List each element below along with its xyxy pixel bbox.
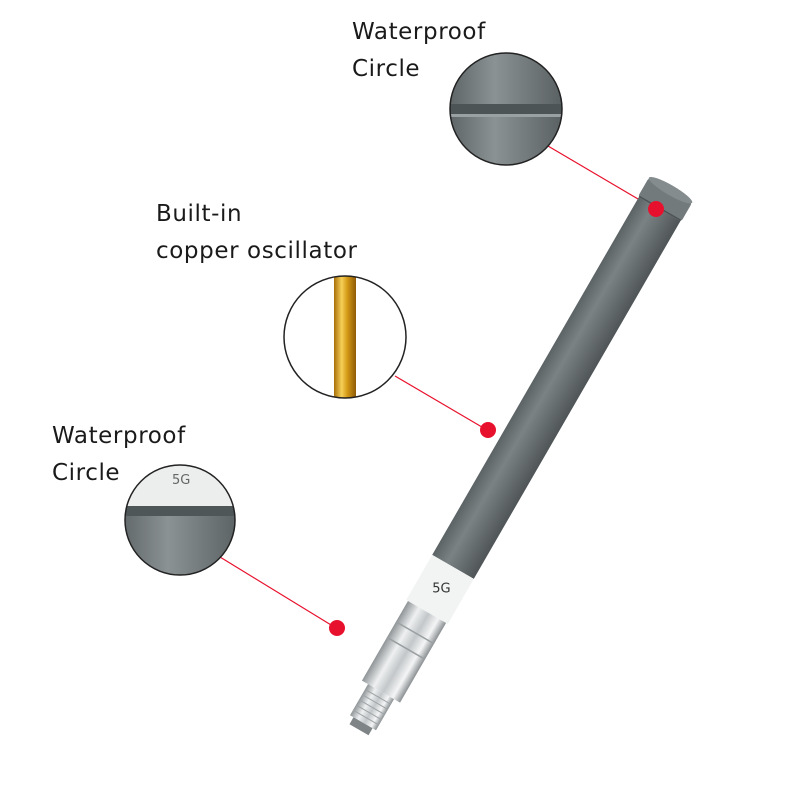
marker-dot-middle — [480, 422, 496, 438]
marker-dot-top — [648, 201, 664, 217]
marker-dot-bottom — [329, 620, 345, 636]
callout-middle-line2: copper oscillator — [156, 238, 358, 264]
band-label-text: 5G — [432, 581, 450, 596]
zoom-circle-bottom: 5G — [124, 464, 236, 576]
antenna: 5G — [349, 176, 693, 736]
zoom-band-label-text: 5G — [172, 473, 190, 488]
callout-label-middle: Built-in copper oscillator — [156, 196, 358, 270]
callout-label-bottom: Waterproof Circle — [52, 418, 186, 492]
band-label-sticker — [406, 554, 474, 624]
antenna-metal-base — [361, 600, 447, 703]
leader-line-middle — [394, 375, 488, 431]
callout-bottom-line2: Circle — [52, 460, 121, 486]
antenna-top-cap — [638, 178, 692, 221]
zoom-circle-top — [449, 52, 563, 166]
antenna-radome — [432, 191, 684, 579]
leader-line-bottom — [219, 556, 337, 629]
leader-lines — [219, 145, 656, 629]
leader-line-top — [547, 145, 656, 210]
callout-top-line2: Circle — [352, 56, 421, 82]
callout-middle-line1: Built-in — [156, 201, 243, 227]
callout-label-top: Waterproof Circle — [352, 14, 486, 88]
callout-top-line1: Waterproof — [352, 19, 486, 45]
zoom-circle-copper — [283, 275, 407, 399]
callout-bottom-line1: Waterproof — [52, 423, 186, 449]
